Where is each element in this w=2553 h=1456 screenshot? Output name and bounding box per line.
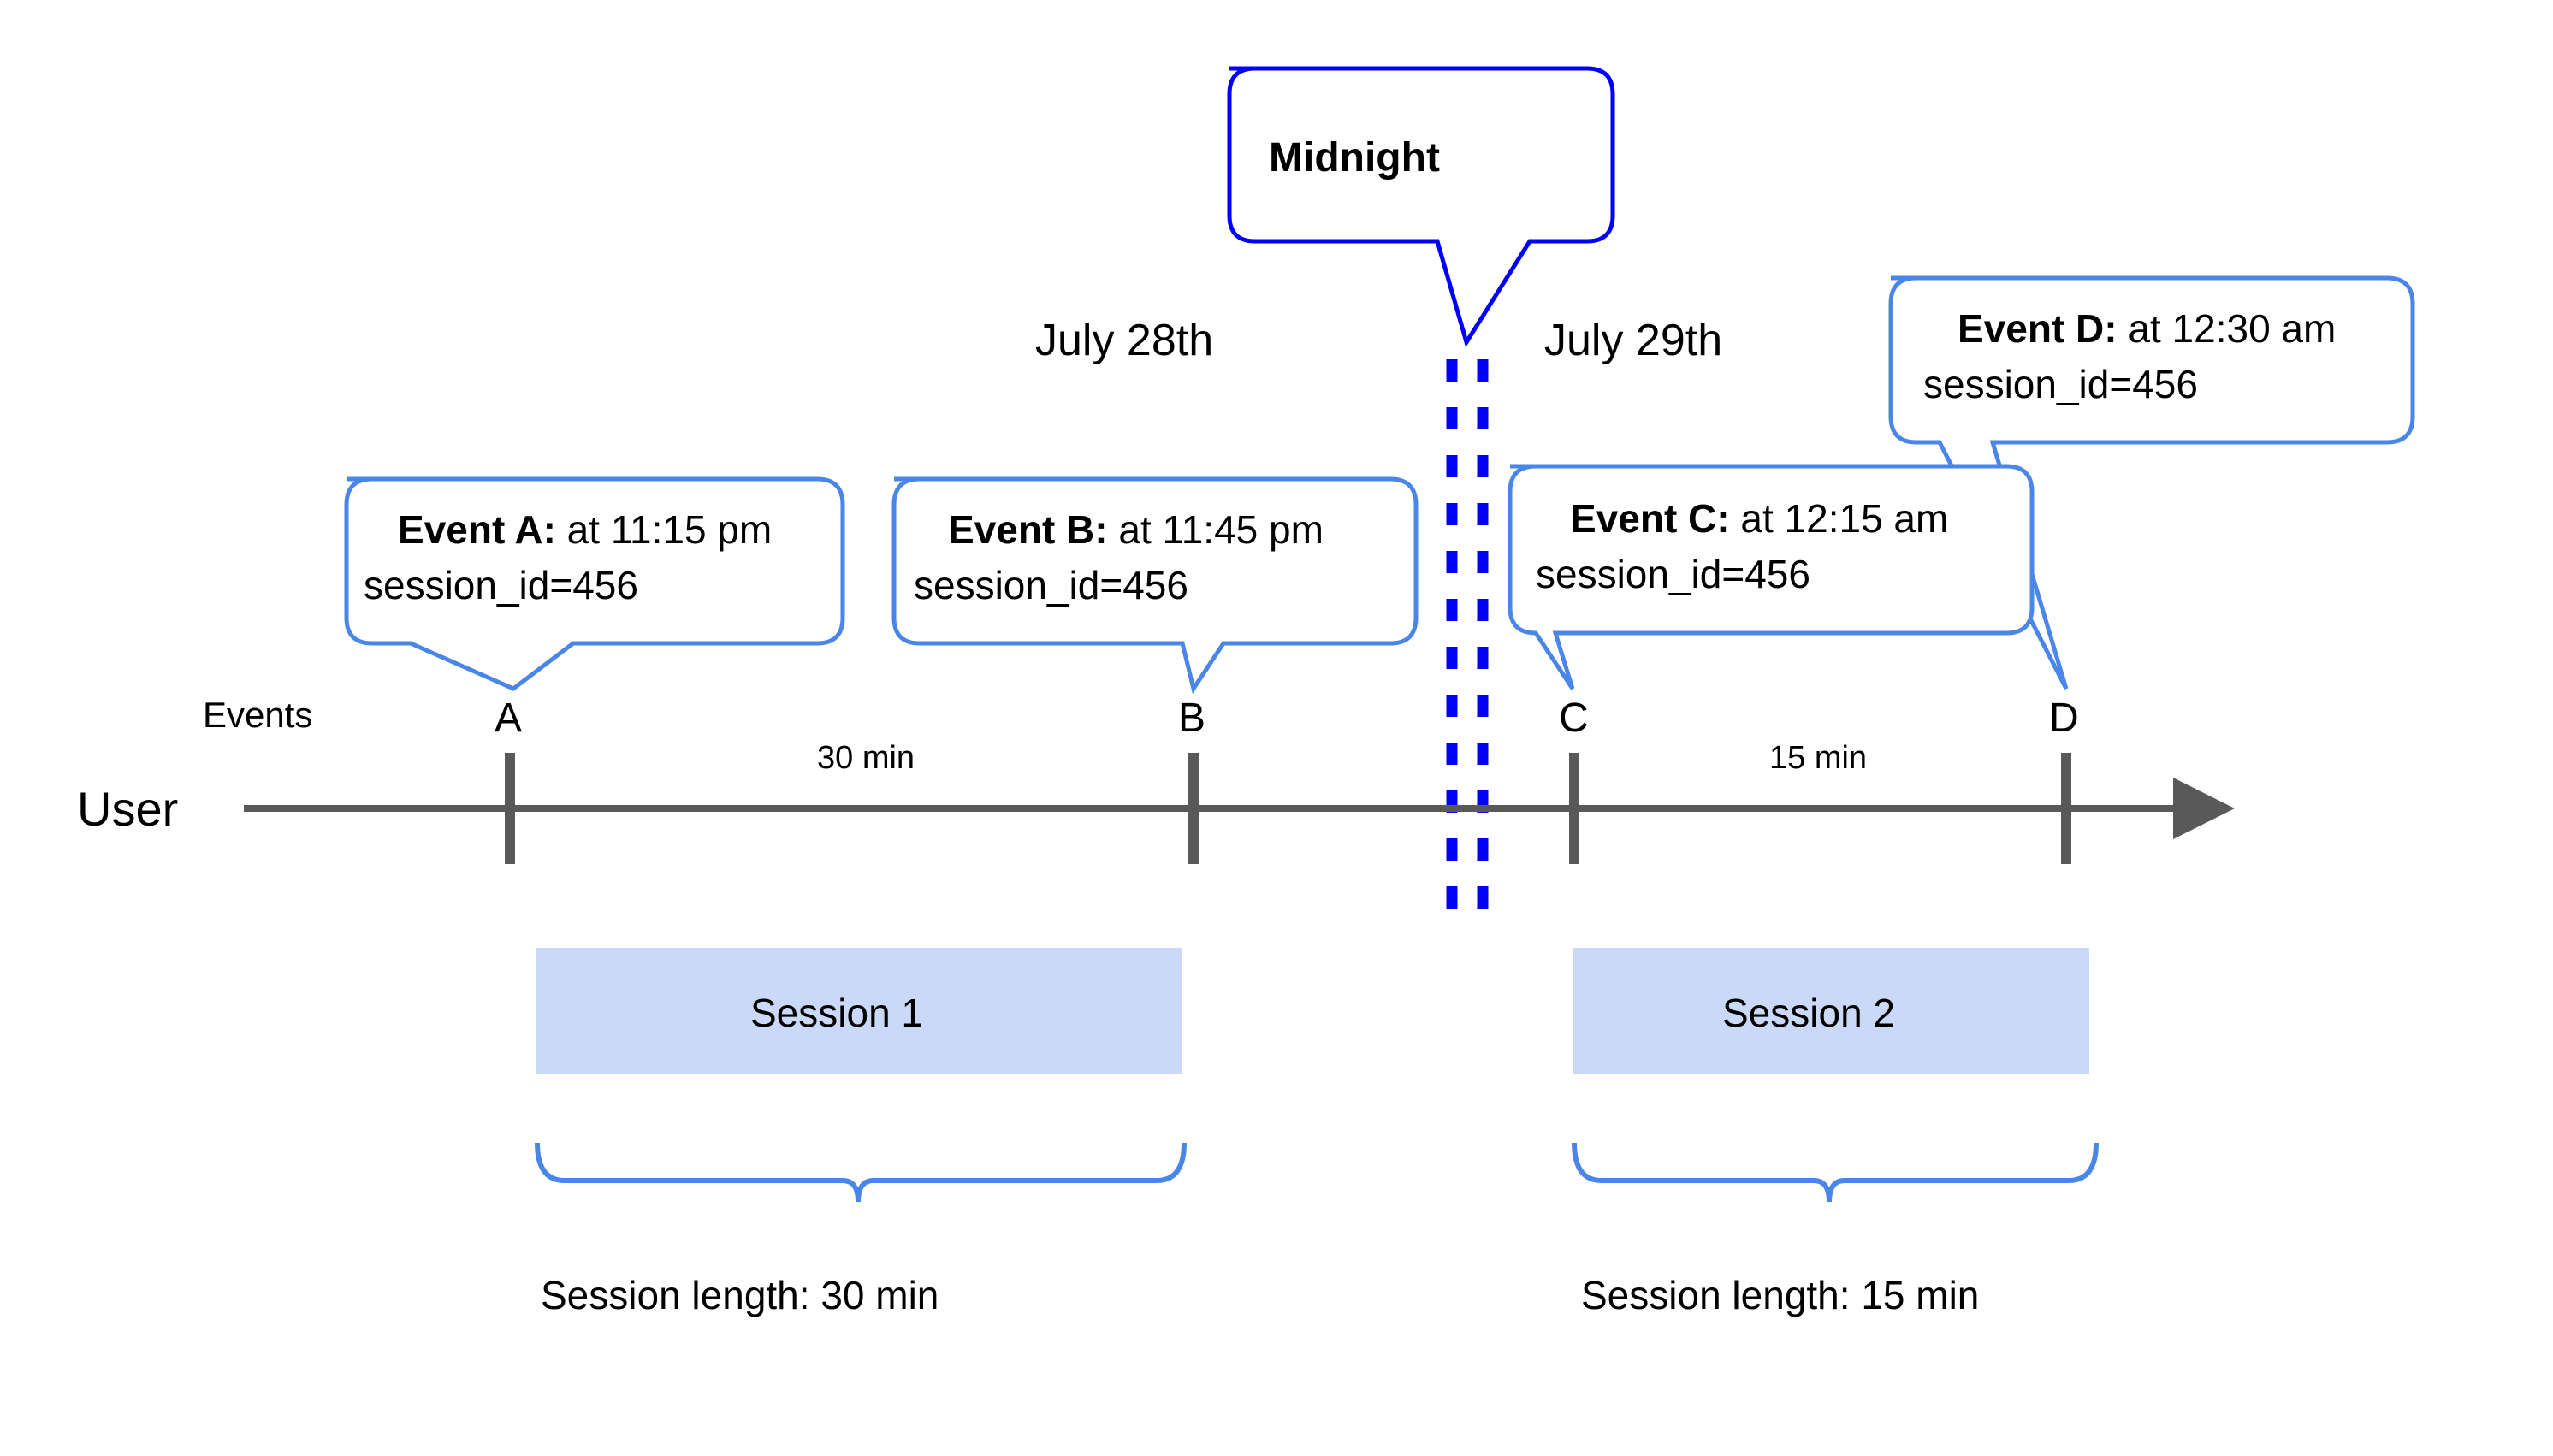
- callout-midnight-bubble: [1227, 66, 1615, 348]
- callout-event-d-line2: session_id=456: [1923, 362, 2198, 406]
- callout-event-a-rest: at 11:15 pm: [556, 507, 772, 552]
- callout-event-b-bold: Event B:: [948, 507, 1108, 552]
- callout-event-a-bubble: [344, 476, 845, 691]
- duration-label-15-min: 15 min: [1769, 740, 1867, 776]
- callout-event-b[interactable]: Event B: at 11:45 pm session_id=456: [891, 476, 1419, 695]
- marker-label-a: A: [495, 695, 522, 741]
- session-1-length-label: Session length: 30 min: [541, 1273, 939, 1317]
- callout-event-d-rest: at 12:30 am: [2118, 306, 2337, 351]
- callout-event-c-line2: session_id=456: [1536, 552, 1810, 596]
- session-1-brace: [535, 1142, 1187, 1203]
- date-label-july-28: July 28th: [1035, 316, 1213, 365]
- callout-event-b-rest: at 11:45 pm: [1108, 507, 1324, 552]
- callout-event-a[interactable]: Event A: at 11:15 pm session_id=456: [344, 476, 845, 691]
- callout-event-c[interactable]: Event C: at 12:15 am session_id=456: [1508, 464, 2035, 690]
- session-2-brace: [1572, 1142, 2099, 1203]
- callout-event-c-rest: at 12:15 am: [1730, 496, 1949, 541]
- callout-event-c-bold: Event C:: [1570, 496, 1730, 541]
- marker-label-b: B: [1178, 695, 1205, 741]
- marker-label-c: C: [1559, 695, 1589, 741]
- session-1-box[interactable]: Session 1: [536, 948, 1182, 1074]
- callout-event-b-bubble: [891, 476, 1419, 695]
- session-2-length-label: Session length: 15 min: [1581, 1273, 1979, 1317]
- axis-label-user: User: [77, 782, 178, 836]
- callout-event-c-line1: Event C: at 12:15 am: [1536, 496, 1975, 541]
- callout-midnight[interactable]: Midnight: [1227, 66, 1615, 348]
- marker-label-d: D: [2049, 695, 2079, 741]
- session-2-rect: [1573, 948, 2089, 1074]
- callout-event-a-line1: Event A: at 11:15 pm: [364, 507, 798, 552]
- date-label-july-29: July 29th: [1544, 316, 1722, 365]
- session-1-label: Session 1: [750, 991, 923, 1035]
- session-1-rect: [536, 948, 1182, 1074]
- callout-event-d-bold: Event D:: [1958, 306, 2118, 351]
- session-2-label: Session 2: [1722, 991, 1895, 1035]
- duration-label-30-min: 30 min: [817, 740, 915, 776]
- callout-event-d-line1: Event D: at 12:30 am: [1923, 306, 2362, 351]
- callout-event-b-line1: Event B: at 11:45 pm: [914, 507, 1350, 552]
- midnight-boundary-lines: [1446, 359, 1489, 932]
- callout-event-c-bubble: [1508, 464, 2035, 690]
- callout-midnight-label: Midnight: [1269, 135, 1440, 181]
- timeline-axis: [244, 753, 2235, 864]
- events-row-label: Events: [203, 695, 312, 735]
- callout-event-a-line2: session_id=456: [364, 563, 638, 607]
- callout-event-a-bold: Event A:: [398, 507, 556, 552]
- session-2-box[interactable]: Session 2: [1573, 948, 2089, 1074]
- callout-event-b-line2: session_id=456: [914, 563, 1188, 607]
